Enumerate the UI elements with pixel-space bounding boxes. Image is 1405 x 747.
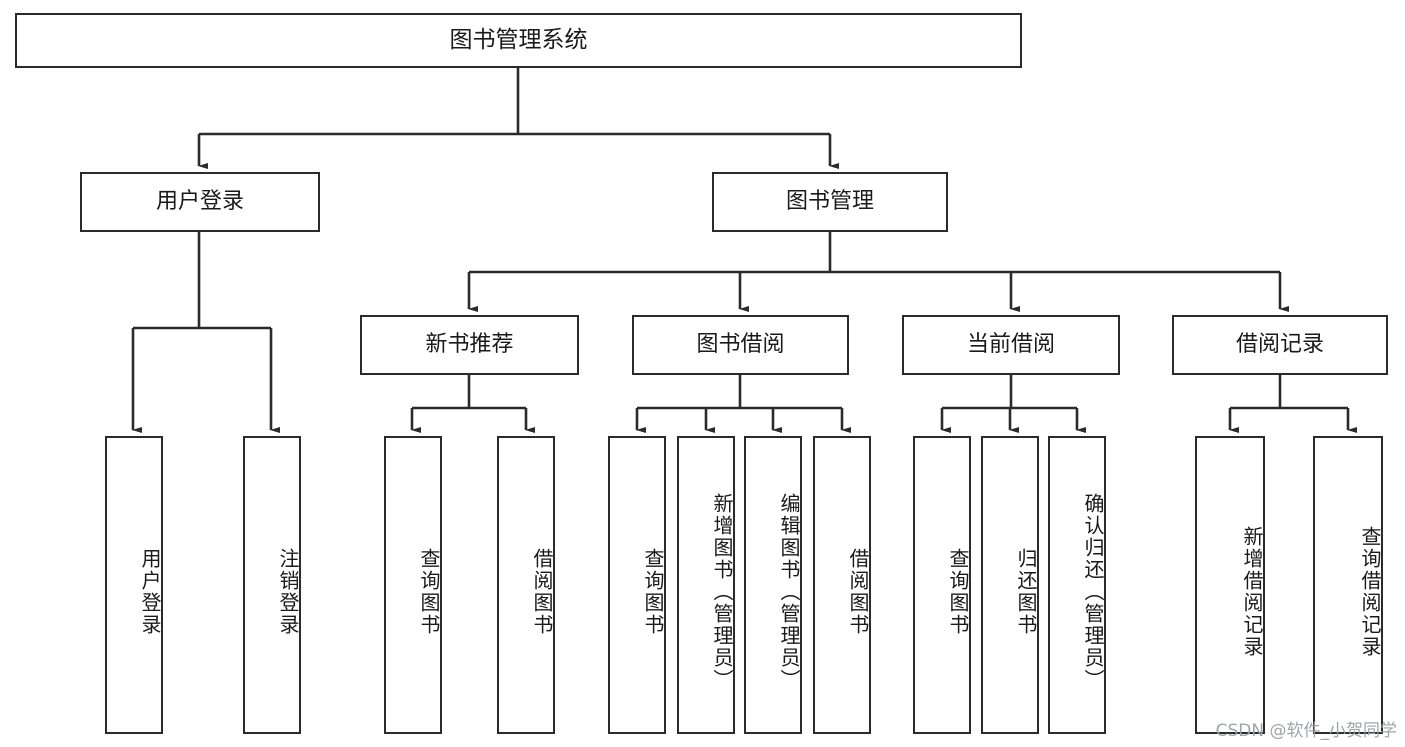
node-label: 新增图书（管理员） <box>710 493 734 691</box>
node-borrow-record[interactable]: 借阅记录 <box>1172 315 1388 375</box>
leaf-record-query-borrow-record[interactable]: 查询借阅记录 <box>1313 436 1383 734</box>
node-label: 查询图书 <box>946 548 970 636</box>
node-book-borrow[interactable]: 图书借阅 <box>632 315 849 375</box>
node-label: 编辑图书（管理员） <box>777 493 801 691</box>
node-label: 新书推荐 <box>425 331 514 357</box>
node-label: 图书管理 <box>785 188 874 214</box>
node-label: 借阅记录 <box>1235 331 1324 357</box>
leaf-current-query-book[interactable]: 查询图书 <box>913 436 971 734</box>
node-label: 图书借阅 <box>696 331 785 357</box>
node-label: 查询图书 <box>417 548 441 636</box>
node-label: 注销登录 <box>276 548 300 636</box>
node-label: 用户登录 <box>155 188 244 214</box>
node-label: 用户登录 <box>138 548 162 636</box>
leaf-current-confirm-return-admin[interactable]: 确认归还（管理员） <box>1048 436 1106 734</box>
leaf-record-add-borrow-record[interactable]: 新增借阅记录 <box>1195 436 1265 734</box>
node-label: 确认归还（管理员） <box>1081 493 1105 691</box>
leaf-recommend-borrow-book[interactable]: 借阅图书 <box>497 436 555 734</box>
node-label: 查询图书 <box>641 548 665 636</box>
leaf-borrow-query-book[interactable]: 查询图书 <box>608 436 666 734</box>
node-label: 借阅图书 <box>846 548 870 636</box>
node-current-borrow[interactable]: 当前借阅 <box>902 315 1120 375</box>
leaf-borrow-edit-book-admin[interactable]: 编辑图书（管理员） <box>744 436 802 734</box>
node-root-library-management-system[interactable]: 图书管理系统 <box>15 13 1022 68</box>
node-label: 图书管理系统 <box>449 26 588 53</box>
node-label: 当前借阅 <box>966 331 1055 357</box>
leaf-current-return-book[interactable]: 归还图书 <box>981 436 1039 734</box>
node-label: 新增借阅记录 <box>1240 526 1264 658</box>
leaf-user-login[interactable]: 用户登录 <box>105 436 163 734</box>
leaf-user-logout[interactable]: 注销登录 <box>243 436 301 734</box>
node-label: 归还图书 <box>1014 548 1038 636</box>
node-user-login[interactable]: 用户登录 <box>80 172 320 232</box>
leaf-recommend-query-book[interactable]: 查询图书 <box>384 436 442 734</box>
node-new-book-recommend[interactable]: 新书推荐 <box>360 315 579 375</box>
node-label: 查询借阅记录 <box>1358 526 1382 658</box>
node-book-management[interactable]: 图书管理 <box>712 172 948 232</box>
leaf-borrow-borrow-book[interactable]: 借阅图书 <box>813 436 871 734</box>
leaf-borrow-add-book-admin[interactable]: 新增图书（管理员） <box>677 436 735 734</box>
node-label: 借阅图书 <box>530 548 554 636</box>
